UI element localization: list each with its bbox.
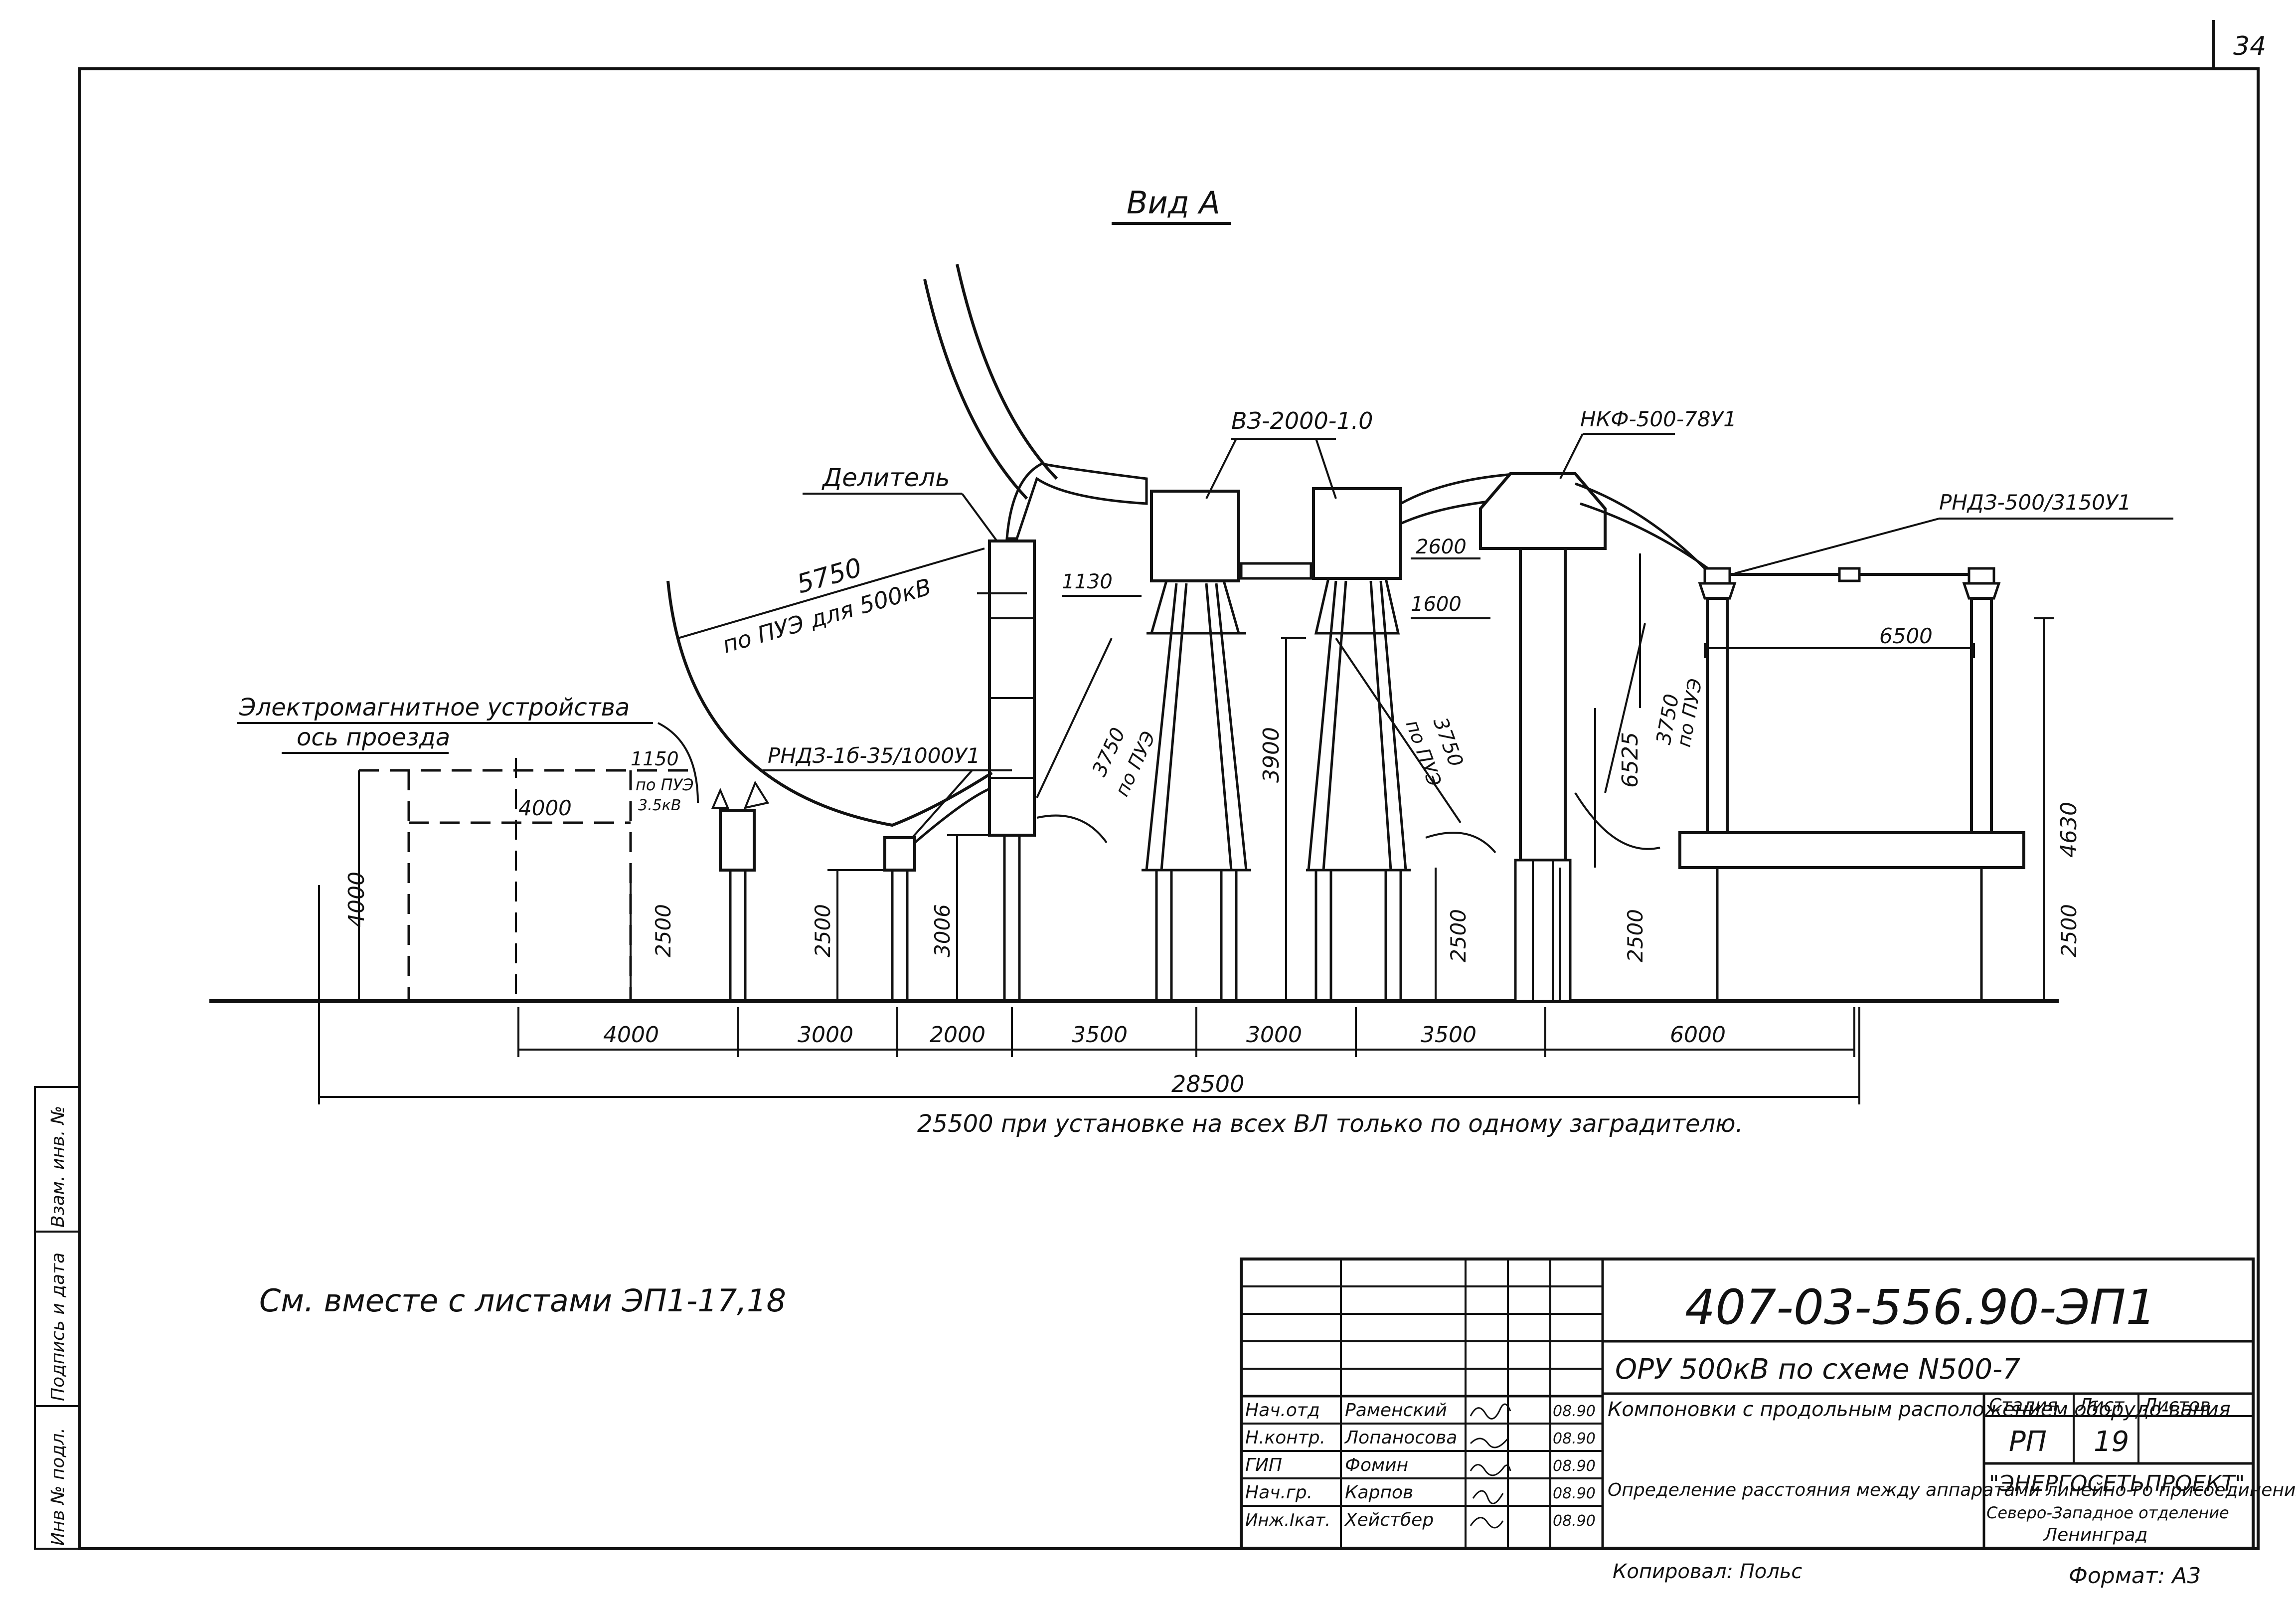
- bottom-dim-7: 6000: [1670, 1022, 1726, 1048]
- signatory-date: 08.90: [1553, 1512, 1596, 1530]
- bottom-dim-1: 4000: [603, 1022, 659, 1048]
- label-divider: Делитель: [821, 463, 950, 492]
- clearance-arc-divider: [1036, 814, 1108, 844]
- clearance-arc-trap: [1425, 832, 1496, 854]
- org-branch: Северо-Западное отделение: [1986, 1503, 2229, 1522]
- sheet-title: Определение расстояния между аппаратами …: [1608, 1480, 2296, 1500]
- clearance-arc-nkf: [1574, 792, 1660, 850]
- dim-2600: 2600: [1416, 536, 1467, 558]
- annotation-1150: 1150: [631, 748, 679, 770]
- label-em-device: Электромагнитное устройства: [239, 694, 630, 721]
- dim-2500-e: 2500: [2057, 904, 2081, 957]
- org-name: "ЭНЕРГОСЕТЬПРОЕКТ": [1989, 1471, 2245, 1496]
- dim-2500-b: 2500: [811, 904, 835, 957]
- signatory-name: Фомин: [1345, 1455, 1408, 1475]
- bottom-dim-5: 3000: [1246, 1022, 1302, 1048]
- view-title: Вид А: [1127, 184, 1220, 221]
- vz-trap-2: [1306, 487, 1411, 1001]
- bottom-dim-3: 2000: [930, 1022, 985, 1048]
- road-axis: [359, 758, 698, 1001]
- signatory-rows: Нач.отд Раменский 08.90 Н.контр. Лопанос…: [1245, 1400, 1596, 1530]
- vz-trap-1: [1142, 490, 1251, 1001]
- side-stamp: Инв № подл. Подпись и дата Взам. инв. №: [34, 1086, 81, 1550]
- stage-header: Стадия: [1989, 1395, 2058, 1416]
- bottom-dim-6: 3500: [1421, 1022, 1476, 1048]
- annotation-pue-small-2: 3.5кВ: [638, 797, 681, 814]
- label-rndz-500: РНДЗ-500/3150У1: [1939, 490, 2131, 515]
- signatory-name: Хейстбер: [1344, 1510, 1434, 1530]
- subtitle: Компоновки с продольным расположением об…: [1608, 1398, 2231, 1421]
- bottom-dimension-chain: [318, 927, 1860, 1104]
- signatory-role: Нач.отд: [1245, 1400, 1320, 1421]
- project-title: ОРУ 500кВ по схеме N500-7: [1615, 1353, 2020, 1386]
- see-also-note: См. вместе с листами ЭП1-17,18: [259, 1282, 786, 1319]
- dim-2500-a: 2500: [651, 904, 675, 957]
- signatory-name: Лопаносова: [1344, 1428, 1457, 1448]
- conductor-nkf-rndz: [1575, 482, 1716, 575]
- incoming-conductor: [923, 264, 1148, 540]
- sheet-value: 19: [2094, 1426, 2129, 1458]
- label-road-axis: ось проезда: [297, 723, 450, 751]
- signatory-name: Раменский: [1345, 1400, 1447, 1421]
- annotation-5750: 5750: [794, 552, 865, 599]
- sheet-header: Лист: [2078, 1395, 2125, 1416]
- corner-sheet-number: 34: [2233, 31, 2266, 61]
- doc-code: 407-03-556.90-ЭП1: [1685, 1279, 2156, 1335]
- dim-1600: 1600: [1411, 593, 1462, 616]
- signatory-date: 08.90: [1553, 1485, 1596, 1502]
- bottom-dim-4: 3500: [1072, 1022, 1128, 1048]
- dim-1130: 1130: [1062, 570, 1113, 593]
- side-stamp-inv: Инв № подл.: [48, 1428, 68, 1546]
- signatory-role: ГИП: [1245, 1455, 1282, 1475]
- dim-2500-c: 2500: [1446, 909, 1471, 962]
- rndz-500-disconnector: [1678, 567, 2025, 1001]
- nkf-transformer: [1479, 472, 1607, 1003]
- rndz-16-disconnector: [883, 786, 992, 1001]
- title-block: [1240, 1258, 2255, 1550]
- dim-4630: 4630: [2056, 802, 2082, 858]
- label-vz: ВЗ-2000-1.0: [1231, 407, 1373, 434]
- signatory-date: 08.90: [1553, 1403, 1596, 1420]
- signature-scribbles: [1470, 1403, 1511, 1529]
- annotation-pue-small-1: по ПУЭ: [636, 775, 694, 794]
- dim-2500-d: 2500: [1623, 909, 1647, 962]
- dim-4000-v: 4000: [344, 872, 369, 927]
- electromagnetic-device: [711, 780, 770, 1001]
- signatory-role: Инж.Ікат.: [1245, 1510, 1330, 1530]
- label-nkf: НКФ-500-78У1: [1580, 407, 1737, 431]
- signatory-role: Нач.гр.: [1245, 1482, 1312, 1503]
- total-dim: 28500: [1171, 1071, 1244, 1097]
- divider-column: [988, 540, 1036, 1001]
- dim-3900: 3900: [1259, 727, 1284, 783]
- dim-note: 25500 при установке на всех ВЛ только по…: [917, 1110, 1743, 1138]
- stage-value: РП: [2009, 1426, 2047, 1458]
- clearance-arc-1150: [657, 722, 699, 803]
- trap-coupler: [1240, 562, 1312, 580]
- side-stamp-replace: Взам. инв. №: [48, 1106, 68, 1228]
- signatory-date: 08.90: [1553, 1457, 1596, 1475]
- signatory-date: 08.90: [1553, 1430, 1596, 1447]
- dim-4000-inner: 4000: [518, 796, 572, 820]
- leader-lines: [237, 433, 2173, 1097]
- label-rndz-16: РНДЗ-1б-35/1000У1: [768, 743, 980, 768]
- org-city: Ленинград: [2043, 1525, 2147, 1545]
- dim-3006: 3006: [930, 904, 955, 957]
- bottom-dim-2: 3000: [798, 1022, 853, 1048]
- sheet-frame: [78, 67, 2260, 1550]
- dim-6525: 6525: [1618, 732, 1643, 788]
- signatory-name: Карпов: [1345, 1482, 1413, 1503]
- copied-by: Копировал: Польс: [1613, 1560, 1802, 1583]
- side-stamp-signature: Подпись и дата: [48, 1253, 68, 1401]
- signatory-role: Н.контр.: [1245, 1428, 1325, 1448]
- dim-6500: 6500: [1879, 624, 1933, 648]
- sheets-header: Листов: [2142, 1395, 2210, 1416]
- format-label: Формат: А3: [2069, 1563, 2201, 1589]
